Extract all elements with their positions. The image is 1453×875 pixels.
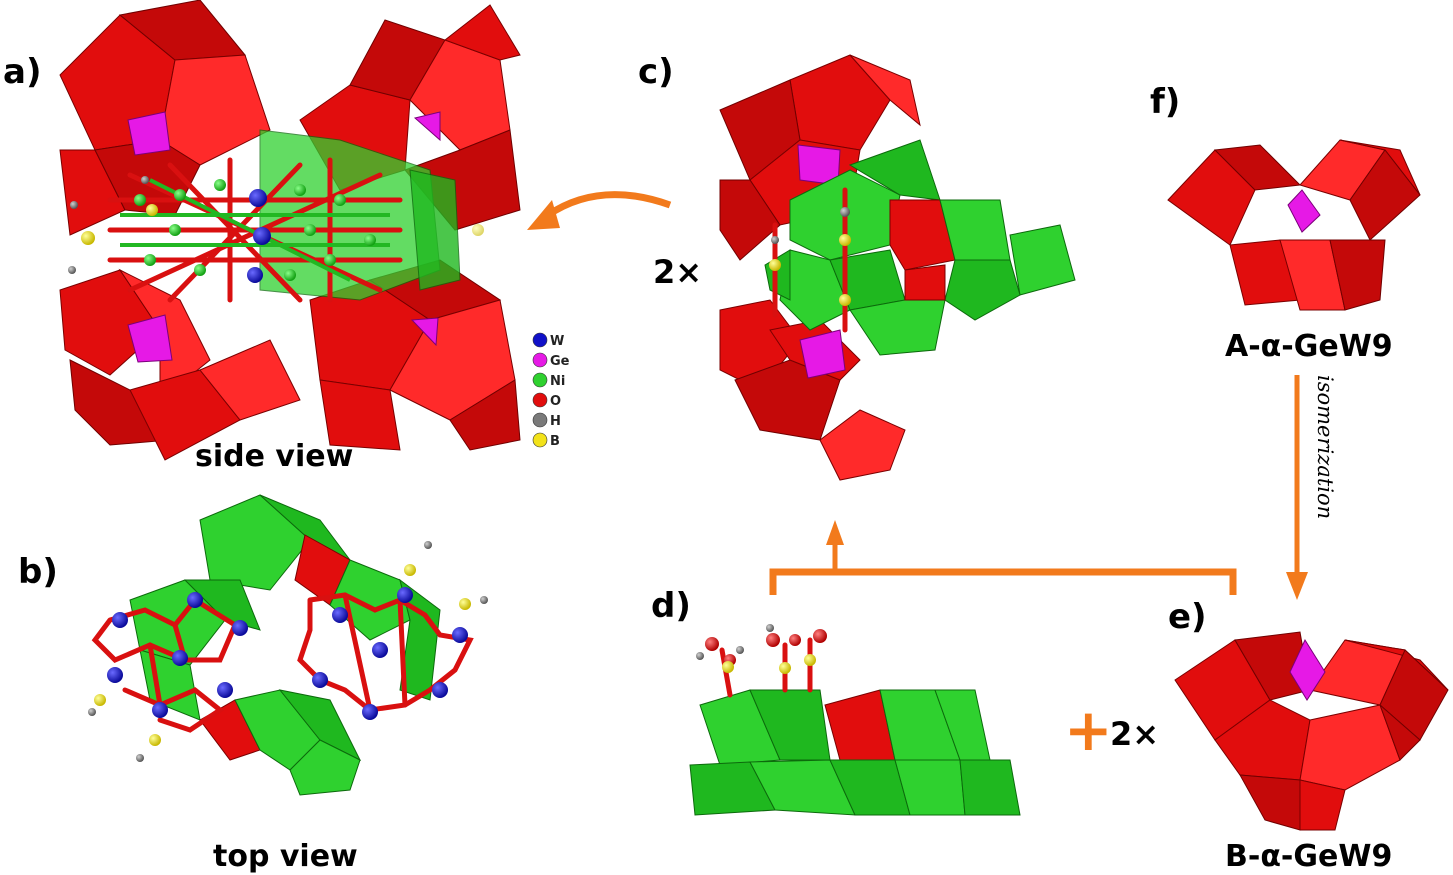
multiplier-c: 2× (653, 253, 702, 291)
caption-side-view: side view (195, 439, 353, 474)
panel-label-b: b) (18, 552, 58, 592)
panel-e-B-alpha-GeW9 (1174, 631, 1449, 831)
arrow-c-to-a-head (527, 200, 560, 230)
multiplier-e: 2× (1110, 715, 1159, 753)
panel-label-a: a) (3, 52, 41, 92)
plus-sign: + (1064, 696, 1113, 764)
legend-swatch-o (532, 392, 548, 408)
legend-label-b: B (550, 434, 560, 449)
panel-label-c: c) (638, 52, 674, 92)
panel-a-side-view-structure (59, 0, 521, 461)
panel-d-structure (689, 624, 1021, 816)
legend-swatch-ge (532, 352, 548, 368)
legend-swatch-ni (532, 372, 548, 388)
legend-label-h: H (550, 414, 561, 429)
arrow-c-to-a (546, 191, 672, 218)
legend-label-ni: Ni (550, 374, 565, 389)
legend-swatch-w (532, 332, 548, 348)
legend-label-ge: Ge (550, 354, 570, 369)
caption-A-alpha-GeW9: A-α-GeW9 (1225, 329, 1393, 364)
isomerization-label: isomerization (1313, 375, 1337, 519)
bracket-de-to-c (769, 568, 1237, 595)
bracket-arrow-head (826, 520, 844, 545)
legend-label-o: O (550, 394, 561, 409)
panel-f-A-alpha-GeW9 (1167, 139, 1421, 311)
caption-top-view: top view (213, 839, 358, 874)
legend-label-w: W (550, 334, 564, 349)
legend-swatch-b (532, 432, 548, 448)
panel-label-d: d) (651, 586, 691, 626)
legend-swatch-h (532, 412, 548, 428)
panel-label-e: e) (1168, 597, 1207, 637)
panel-b-top-view-structure (88, 494, 488, 796)
panel-c-structure (719, 54, 1076, 481)
panel-label-f: f) (1150, 82, 1180, 122)
caption-B-alpha-GeW9: B-α-GeW9 (1225, 839, 1392, 874)
isomerization-arrow-head (1286, 572, 1308, 600)
